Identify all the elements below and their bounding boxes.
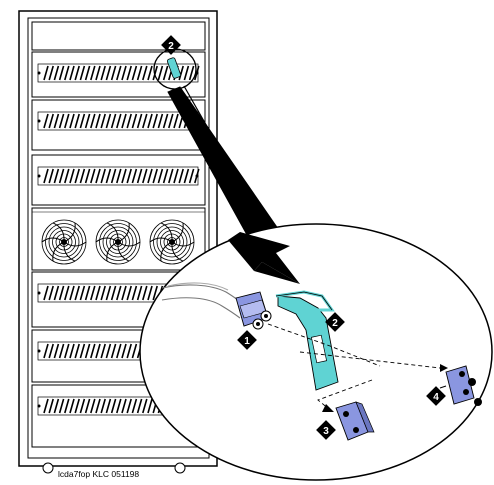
fan-icon: [95, 219, 141, 265]
screw-icon: [37, 71, 41, 75]
callout-label: 1: [244, 336, 250, 347]
removal-tool: [275, 290, 339, 391]
cabinet-foot-icon: [42, 462, 54, 474]
arrow-icon: [322, 404, 334, 412]
fan-tray: [31, 207, 206, 271]
figure-caption: lcda7fop KLC 051198: [58, 469, 139, 479]
fan-icon: [41, 219, 87, 265]
assembly-guides: [267, 323, 441, 411]
callout-label: 2: [168, 41, 174, 52]
fan-icon: [149, 219, 195, 265]
duplex-connector: [235, 291, 272, 330]
screw-icon: [37, 349, 41, 353]
carrier-shelf: [31, 99, 206, 151]
callout-marker: 4: [426, 386, 446, 406]
callout-label: 3: [323, 426, 329, 437]
screw-icon: [37, 404, 41, 408]
screw-icon: [195, 174, 199, 178]
screw-icon: [37, 291, 41, 295]
arrow-icon: [228, 232, 300, 284]
callout-marker: 3: [316, 420, 336, 440]
callout-label: 2: [332, 318, 338, 329]
callout-marker: 1: [237, 330, 257, 350]
carrier-shelf: [31, 154, 206, 206]
cabinet-foot-icon: [174, 462, 186, 474]
screw-icon: [37, 174, 41, 178]
fiber-connector-icon: [166, 57, 182, 79]
screw-icon: [37, 119, 41, 123]
arrow-icon: [254, 262, 300, 284]
callout-label: 4: [433, 392, 439, 403]
callout-marker: 2: [325, 312, 345, 332]
coupler: [335, 401, 375, 441]
panel-connector: [439, 365, 482, 406]
arrow-icon: [440, 364, 448, 372]
